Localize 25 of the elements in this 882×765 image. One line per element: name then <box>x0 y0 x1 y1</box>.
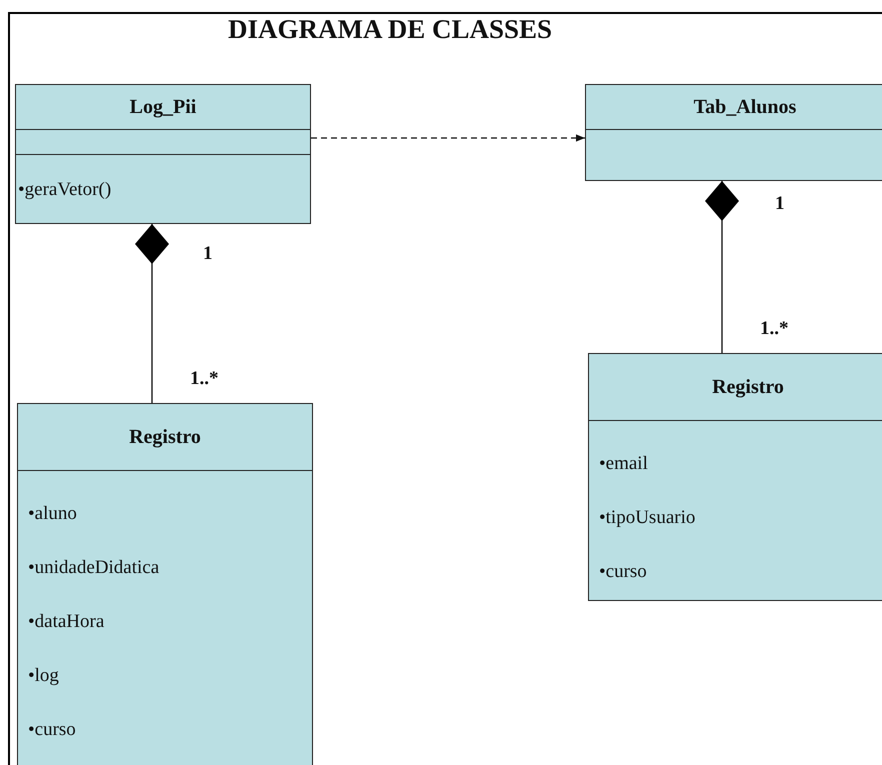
class-box <box>17 403 313 765</box>
attribute-text: •dataHora <box>28 611 104 633</box>
multiplicity-label: 1 <box>203 243 212 265</box>
composition-line <box>135 224 169 403</box>
attribute-text: •log <box>28 665 59 687</box>
class-box <box>585 84 882 181</box>
attribute-text: •geraVetor() <box>18 179 112 201</box>
class-box <box>15 84 311 224</box>
multiplicity-label: 1..* <box>760 318 788 340</box>
attribute-text: •email <box>599 453 648 475</box>
attribute-text: •tipoUsuario <box>599 507 696 529</box>
class-name: Registro <box>711 376 785 398</box>
attribute-text: •curso <box>599 561 647 583</box>
multiplicity-label: 1 <box>775 193 784 215</box>
dependency-arrow <box>311 134 585 142</box>
composition-line <box>705 181 739 353</box>
class-name: Log_Pii <box>128 96 198 118</box>
class-name: Registro <box>128 426 202 448</box>
multiplicity-label: 1..* <box>190 368 218 390</box>
attribute-text: •curso <box>28 719 76 741</box>
attribute-text: •unidadeDidatica <box>28 557 160 579</box>
class-box <box>588 353 882 601</box>
attribute-text: •aluno <box>28 503 77 525</box>
diagram-title: DIAGRAMA DE CLASSES <box>226 14 554 45</box>
class-name: Tab_Alunos <box>692 96 798 118</box>
